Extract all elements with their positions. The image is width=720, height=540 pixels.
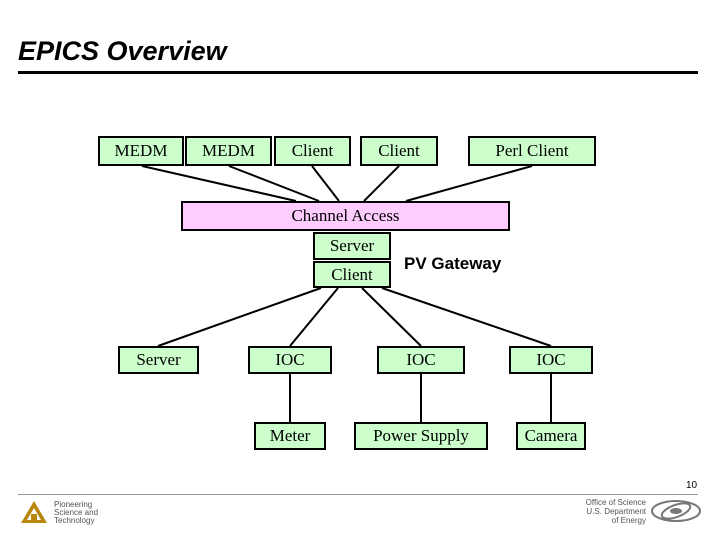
gateway-label: PV Gateway [404, 254, 502, 273]
connector-perl-ca [405, 165, 533, 202]
footer-right-text: Office of Science U.S. Department of Ene… [586, 498, 646, 525]
node-power-supply: Power Supply [354, 422, 488, 450]
footer-right-line: U.S. Department [586, 507, 646, 516]
node-medm-1: MEDM [98, 136, 184, 166]
page-number: 10 [686, 480, 698, 491]
slide-title: EPICS Overview [18, 36, 227, 66]
footer-left-line: Science and [54, 508, 99, 517]
footer-right-line: Office of Science [585, 498, 646, 507]
footer-left-text: Pioneering Science and Technology [54, 501, 98, 525]
connector-gw-server [157, 287, 322, 347]
connector-gw-ioc1 [289, 287, 339, 347]
channel-access-bus: Channel Access [181, 201, 510, 231]
node-ioc-3: IOC [509, 346, 593, 374]
node-meter: Meter [254, 422, 326, 450]
node-ioc-2: IOC [377, 346, 465, 374]
connector-client2-ca [363, 165, 400, 202]
footer-right-line: of Energy [611, 516, 646, 525]
footer-left-line: Technology [54, 516, 95, 525]
argonne-logo-icon [21, 501, 47, 523]
doe-science-logo-icon [651, 500, 701, 522]
footer-rule [18, 494, 698, 495]
connector-client1-ca [311, 165, 340, 202]
node-client-1: Client [274, 136, 351, 166]
footer-left-line: Pioneering [54, 500, 93, 509]
connector-medm1-ca [141, 165, 297, 202]
title-rule [18, 71, 698, 74]
connector-medm2-ca [228, 165, 320, 202]
gateway-client: Client [313, 261, 391, 288]
node-ioc-1: IOC [248, 346, 332, 374]
node-client-2: Client [360, 136, 438, 166]
node-perl-client: Perl Client [468, 136, 596, 166]
node-server: Server [118, 346, 199, 374]
connector-gw-ioc3 [381, 287, 552, 347]
node-medm-2: MEDM [185, 136, 272, 166]
connector-gw-ioc2 [361, 287, 422, 347]
gateway-server: Server [313, 232, 391, 260]
node-camera: Camera [516, 422, 586, 450]
